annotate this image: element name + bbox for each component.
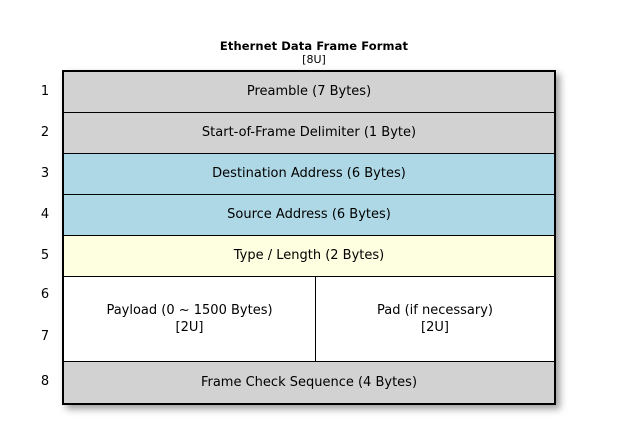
frame-field-payload: Payload (0 ~ 1500 Bytes) [2U] [64, 277, 316, 361]
row-number-6: 6 [40, 287, 50, 302]
row-number-gutter: 1 2 3 4 5 6 7 8 [30, 70, 60, 396]
row-number-5: 5 [40, 248, 50, 263]
frame-field-frame-check-sequence-label: Frame Check Sequence (4 Bytes) [200, 374, 418, 390]
title-main-text: Ethernet Data Frame Format [219, 39, 409, 53]
ethernet-frame-table: Preamble (7 Bytes) Start-of-Frame Delimi… [62, 70, 556, 405]
row-number-3: 3 [40, 166, 50, 181]
frame-field-start-of-frame-delimiter: Start-of-Frame Delimiter (1 Byte) [64, 113, 554, 154]
row-number-8: 8 [40, 374, 50, 389]
title-sub-text: [8U] [302, 53, 326, 66]
frame-field-source-address: Source Address (6 Bytes) [64, 195, 554, 236]
frame-field-destination-address: Destination Address (6 Bytes) [64, 154, 554, 195]
page-title: Ethernet Data Frame Format [8U] [0, 39, 628, 67]
row-number-7: 7 [40, 329, 50, 344]
frame-field-preamble-label: Preamble (7 Bytes) [246, 84, 372, 99]
frame-field-pad: Pad (if necessary) [2U] [316, 277, 554, 361]
frame-field-preamble: Preamble (7 Bytes) [64, 72, 554, 113]
row-number-4: 4 [40, 207, 50, 222]
row-number-1: 1 [40, 84, 50, 99]
frame-field-frame-check-sequence: Frame Check Sequence (4 Bytes) [64, 362, 554, 403]
frame-field-destination-address-label: Destination Address (6 Bytes) [212, 166, 406, 181]
row-number-2: 2 [40, 125, 50, 140]
frame-field-start-of-frame-delimiter-label: Start-of-Frame Delimiter (1 Byte) [201, 125, 417, 140]
frame-field-type-length: Type / Length (2 Bytes) [64, 236, 554, 277]
frame-field-payload-row: Payload (0 ~ 1500 Bytes) [2U] Pad (if ne… [64, 277, 554, 362]
frame-field-payload-label: Payload (0 ~ 1500 Bytes) [106, 303, 273, 318]
frame-field-pad-label: Pad (if necessary) [376, 303, 493, 318]
frame-field-pad-annotation: [2U] [421, 320, 449, 335]
frame-field-type-length-label: Type / Length (2 Bytes) [233, 248, 385, 263]
frame-field-payload-annotation: [2U] [175, 320, 204, 335]
frame-field-source-address-label: Source Address (6 Bytes) [227, 207, 391, 222]
